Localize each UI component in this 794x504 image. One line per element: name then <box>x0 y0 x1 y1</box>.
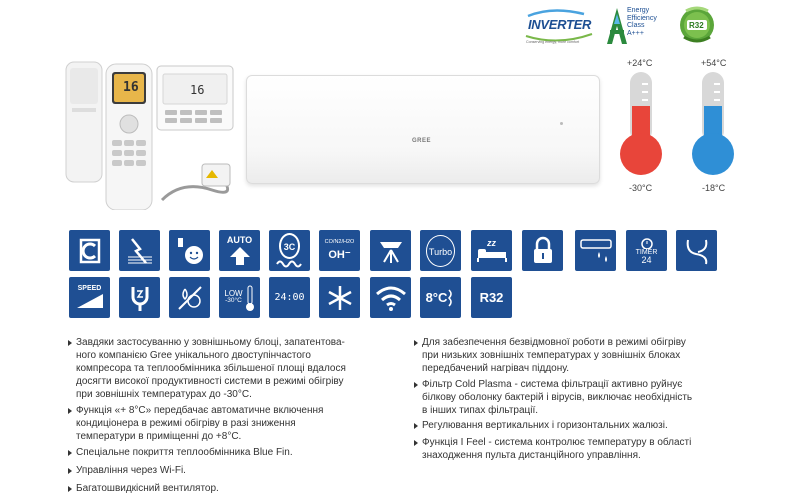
timer-label: TIMER <box>635 248 658 256</box>
feature-line: Спеціальне покриття теплообмінника Blue … <box>76 447 293 458</box>
low-temp-label: LOW <box>224 289 243 299</box>
cooling-temp-max: +54°C <box>701 58 727 68</box>
unit-brand-logo: GREE <box>412 138 432 144</box>
energy-line: Efficiency <box>627 14 657 22</box>
r32-icon-label: R32 <box>479 290 504 305</box>
feature-line: Багатошвидкісний вентилятор. <box>76 483 219 494</box>
energy-class-badge: Energy Efficiency Class A+++ <box>605 4 673 48</box>
3c-heating-label: 3C <box>283 241 296 252</box>
energy-line: A+++ <box>627 29 644 37</box>
inverter-label: INVERTER <box>528 17 592 32</box>
heating-temp-max: +24°C <box>627 58 653 68</box>
timer-hours: 24 <box>641 254 652 265</box>
energy-line: Class <box>627 22 645 29</box>
dry-icon <box>169 277 210 318</box>
sleep-zz-label: zz <box>487 238 496 248</box>
energy-text: Energy Efficiency Class A+++ <box>627 7 657 37</box>
feature-line: досягти високої продуктивності системи в… <box>76 376 344 387</box>
child-lock-icon <box>522 230 563 271</box>
turbo-circle: Turbo <box>425 234 456 267</box>
auto-mode-icon: AUTO <box>219 230 260 271</box>
clock-icon: 24:00 <box>269 277 310 318</box>
energy-line: Energy <box>627 7 650 14</box>
feature-item-blue-fin: Спеціальне покриття теплообмінника Blue … <box>68 446 406 459</box>
feature-line: Функція I Feel - система контролює темпе… <box>422 437 692 448</box>
self-clean-icon <box>676 230 717 271</box>
feature-line: при низьких зовнішніх температурах у зов… <box>422 350 681 361</box>
indoor-unit-image: GREE <box>246 75 600 184</box>
feature-line: Для забезпечення безвідмовної роботи в р… <box>422 337 686 348</box>
low-temp-icon: LOW -30°C <box>219 277 260 318</box>
8c-heating-icon: 8°C <box>420 277 461 318</box>
fan-speed-icon: SPEED <box>69 277 110 318</box>
r32-globe-icon <box>680 6 714 43</box>
feature-item-wifi: Управління через Wi-Fi. <box>68 464 406 477</box>
r32-icon: R32 <box>471 277 512 318</box>
3c-heating-icon: 3C <box>269 230 310 271</box>
i-feel-icon <box>169 230 210 271</box>
remote-controls-illustration <box>65 61 234 211</box>
feature-item-fan: Багатошвидкісний вентилятор. <box>68 482 406 495</box>
ion-oh-label: OH⁻ <box>328 248 351 261</box>
inverter-swirl-icon <box>525 9 593 42</box>
ion-generator-icon: CO/N2/H2O OH⁻ <box>319 230 360 271</box>
feature-line: при зовнішніх температурах до -30°C. <box>76 389 252 400</box>
wifi-icon <box>370 277 411 318</box>
feature-line: температури в приміщенні до +8°C. <box>76 431 242 442</box>
low-temp-value: -30°C <box>225 297 242 305</box>
r32-badge: R32 <box>678 5 716 45</box>
cold-plasma-icon <box>119 230 160 271</box>
feature-item-8c: Функція «+ 8°C» передбачає автоматичне в… <box>68 404 406 443</box>
anti-freeze-icon <box>319 277 360 318</box>
feature-line: ного компанією Gree унікального двоступі… <box>76 350 311 361</box>
drain-icon <box>575 230 616 271</box>
feature-line: кондиціонера в режимі обігріву в разі зн… <box>76 418 296 429</box>
feature-line: Завдяки застосуванню у зовнішньому блоці… <box>76 337 345 348</box>
feature-line: Управління через Wi-Fi. <box>76 465 186 476</box>
cold-thermometer-icon <box>692 72 734 175</box>
heating-temp-min: -30°C <box>629 183 653 193</box>
auto-mode-label: AUTO <box>226 235 253 245</box>
clock-value: 24:00 <box>274 291 305 303</box>
inverter-subtitle: Conserving energy, more comfort <box>526 40 580 44</box>
swing-icon <box>370 230 411 271</box>
g-cycle-icon <box>69 230 110 271</box>
feature-item-cold-plasma: Фільтр Cold Plasma - система фільтрації … <box>414 378 762 417</box>
feature-item-compressor: Завдяки застосуванню у зовнішньому блоці… <box>68 336 406 401</box>
feature-line: білкову оболонку бактерій і вірусів, вик… <box>422 392 693 403</box>
inverter-badge: INVERTER Conserving energy, more comfort <box>522 8 597 50</box>
r32-badge-label: R32 <box>689 21 704 30</box>
feature-line: Регулювання вертикальних і горизонтальни… <box>422 420 668 431</box>
ion-molecules-label: CO/N2/H2O <box>324 239 355 246</box>
hot-thermometer-icon <box>620 72 662 175</box>
fan-speed-label: SPEED <box>77 285 102 292</box>
remote-display-value: 16 <box>123 80 139 95</box>
feature-line: Функція «+ 8°C» передбачає автоматичне в… <box>76 405 324 416</box>
energy-a-icon <box>607 8 627 44</box>
turbo-icon: Turbo <box>420 230 461 271</box>
cooling-temp-min: -18°C <box>702 183 726 193</box>
feature-item-louvers: Регулювання вертикальних і горизонтальни… <box>414 419 762 432</box>
8c-heating-label: 8°C <box>425 290 448 305</box>
sleep-icon: zz <box>471 230 512 271</box>
feature-item-i-feel: Функція I Feel - система контролює темпе… <box>414 436 762 462</box>
feature-line: Фільтр Cold Plasma - система фільтрації … <box>422 379 683 390</box>
power-plug-icon <box>119 277 160 318</box>
feature-line: передбачений нагрівач піддону. <box>422 363 570 374</box>
turbo-label: Turbo <box>428 246 453 257</box>
remote-controls-image: 16 16 <box>62 60 244 211</box>
wall-controller-display-value: 16 <box>190 83 205 97</box>
feature-item-base-heater: Для забезпечення безвідмовної роботи в р… <box>414 336 762 375</box>
3c-heating-badge: 3C <box>278 232 301 259</box>
feature-line: компресора та теплообмінника збільшеної … <box>76 363 346 374</box>
feature-line: знаходження пульта дистанційного управлі… <box>422 450 641 461</box>
unit-indicator-led <box>560 122 563 125</box>
feature-line: в інших типах фільтрації. <box>422 405 539 416</box>
timer-icon: TIMER 24 <box>626 230 667 271</box>
